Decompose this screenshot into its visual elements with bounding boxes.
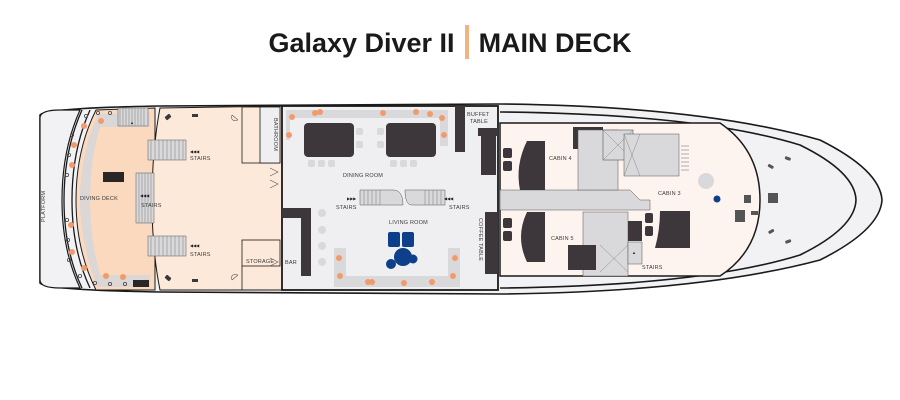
cabin-3-bed bbox=[655, 211, 690, 248]
dining-seats bbox=[286, 109, 447, 138]
label-coffee-table: COFFEE TABLE bbox=[477, 218, 483, 261]
coffee-table bbox=[485, 212, 498, 274]
title-separator bbox=[464, 25, 469, 59]
label-stairs-aft-upper: STAIRS bbox=[190, 156, 211, 162]
svg-text:▲: ▲ bbox=[130, 120, 134, 125]
label-bar: BAR bbox=[285, 260, 297, 266]
stairs-aft-upper: ◀◀◀ STAIRS bbox=[147, 139, 211, 162]
label-cabin-5: CABIN 5 bbox=[551, 236, 574, 242]
label-cabin-3: CABIN 3 bbox=[658, 191, 681, 197]
label-platform: PLATFORM bbox=[41, 191, 47, 222]
svg-text:◀◀◀: ◀◀◀ bbox=[190, 149, 200, 154]
ship-name: Galaxy Diver II bbox=[268, 28, 455, 59]
dining-table-1 bbox=[304, 123, 354, 157]
living-room-seats bbox=[336, 255, 458, 286]
stairs-aft-lower: ◀◀◀ STAIRS bbox=[147, 235, 211, 258]
label-stairs-salon-left: STAIRS bbox=[336, 205, 357, 211]
diving-deck-seats bbox=[68, 118, 126, 280]
label-cabin-4: CABIN 4 bbox=[549, 156, 572, 162]
label-living-room: LIVING ROOM bbox=[389, 220, 428, 226]
platform bbox=[39, 109, 81, 289]
cabin-3-blue-dot bbox=[713, 195, 721, 203]
label-stairs-aft-lower: STAIRS bbox=[190, 252, 211, 258]
tank-holders bbox=[65, 111, 128, 286]
svg-text:◀◀◀: ◀◀◀ bbox=[444, 196, 454, 201]
label-stairs-forward: STAIRS bbox=[642, 265, 663, 271]
cabin-3-bathroom bbox=[623, 133, 680, 177]
stairs-salon-left: ▶▶▶ STAIRS bbox=[336, 189, 404, 211]
label-stairs-diving: STAIRS bbox=[141, 203, 162, 209]
stairs-diving-middle: ◀◀◀ STAIRS bbox=[135, 172, 162, 224]
svg-text:◀◀◀: ◀◀◀ bbox=[190, 243, 200, 248]
deck-name: MAIN DECK bbox=[478, 28, 632, 59]
corridor bbox=[499, 189, 651, 211]
bow-fittings bbox=[735, 156, 792, 244]
buffet-table bbox=[481, 128, 496, 175]
label-bathroom: BATHROOM bbox=[272, 118, 278, 151]
label-buffet-line2: TABLE bbox=[470, 119, 488, 125]
label-diving-deck: DIVING DECK bbox=[80, 196, 118, 202]
label-stairs-salon-right: STAIRS bbox=[449, 205, 470, 211]
label-buffet-line1: BUFFET bbox=[467, 112, 490, 118]
diving-table bbox=[103, 172, 124, 182]
svg-text:▶▶▶: ▶▶▶ bbox=[347, 196, 357, 201]
stairs-diving-top: ▲ bbox=[117, 107, 149, 127]
cabin-4-bed bbox=[518, 141, 545, 190]
bar-counter bbox=[282, 208, 311, 276]
stairs-salon-right: ◀◀◀ STAIRS bbox=[404, 189, 470, 211]
label-storage: STORAGE bbox=[246, 259, 274, 265]
deck-plan-title: Galaxy Diver II MAIN DECK bbox=[0, 25, 900, 62]
label-dining-room: DINING ROOM bbox=[343, 173, 383, 179]
stairs-forward: ▲ STAIRS bbox=[627, 221, 663, 271]
diving-deck-area bbox=[75, 107, 156, 291]
cabin-5-bed bbox=[521, 212, 545, 262]
storage bbox=[241, 239, 281, 267]
blue-armchairs bbox=[386, 232, 418, 269]
dining-table-2 bbox=[386, 123, 436, 157]
svg-text:▲: ▲ bbox=[632, 250, 636, 255]
svg-text:◀◀◀: ◀◀◀ bbox=[140, 193, 150, 198]
